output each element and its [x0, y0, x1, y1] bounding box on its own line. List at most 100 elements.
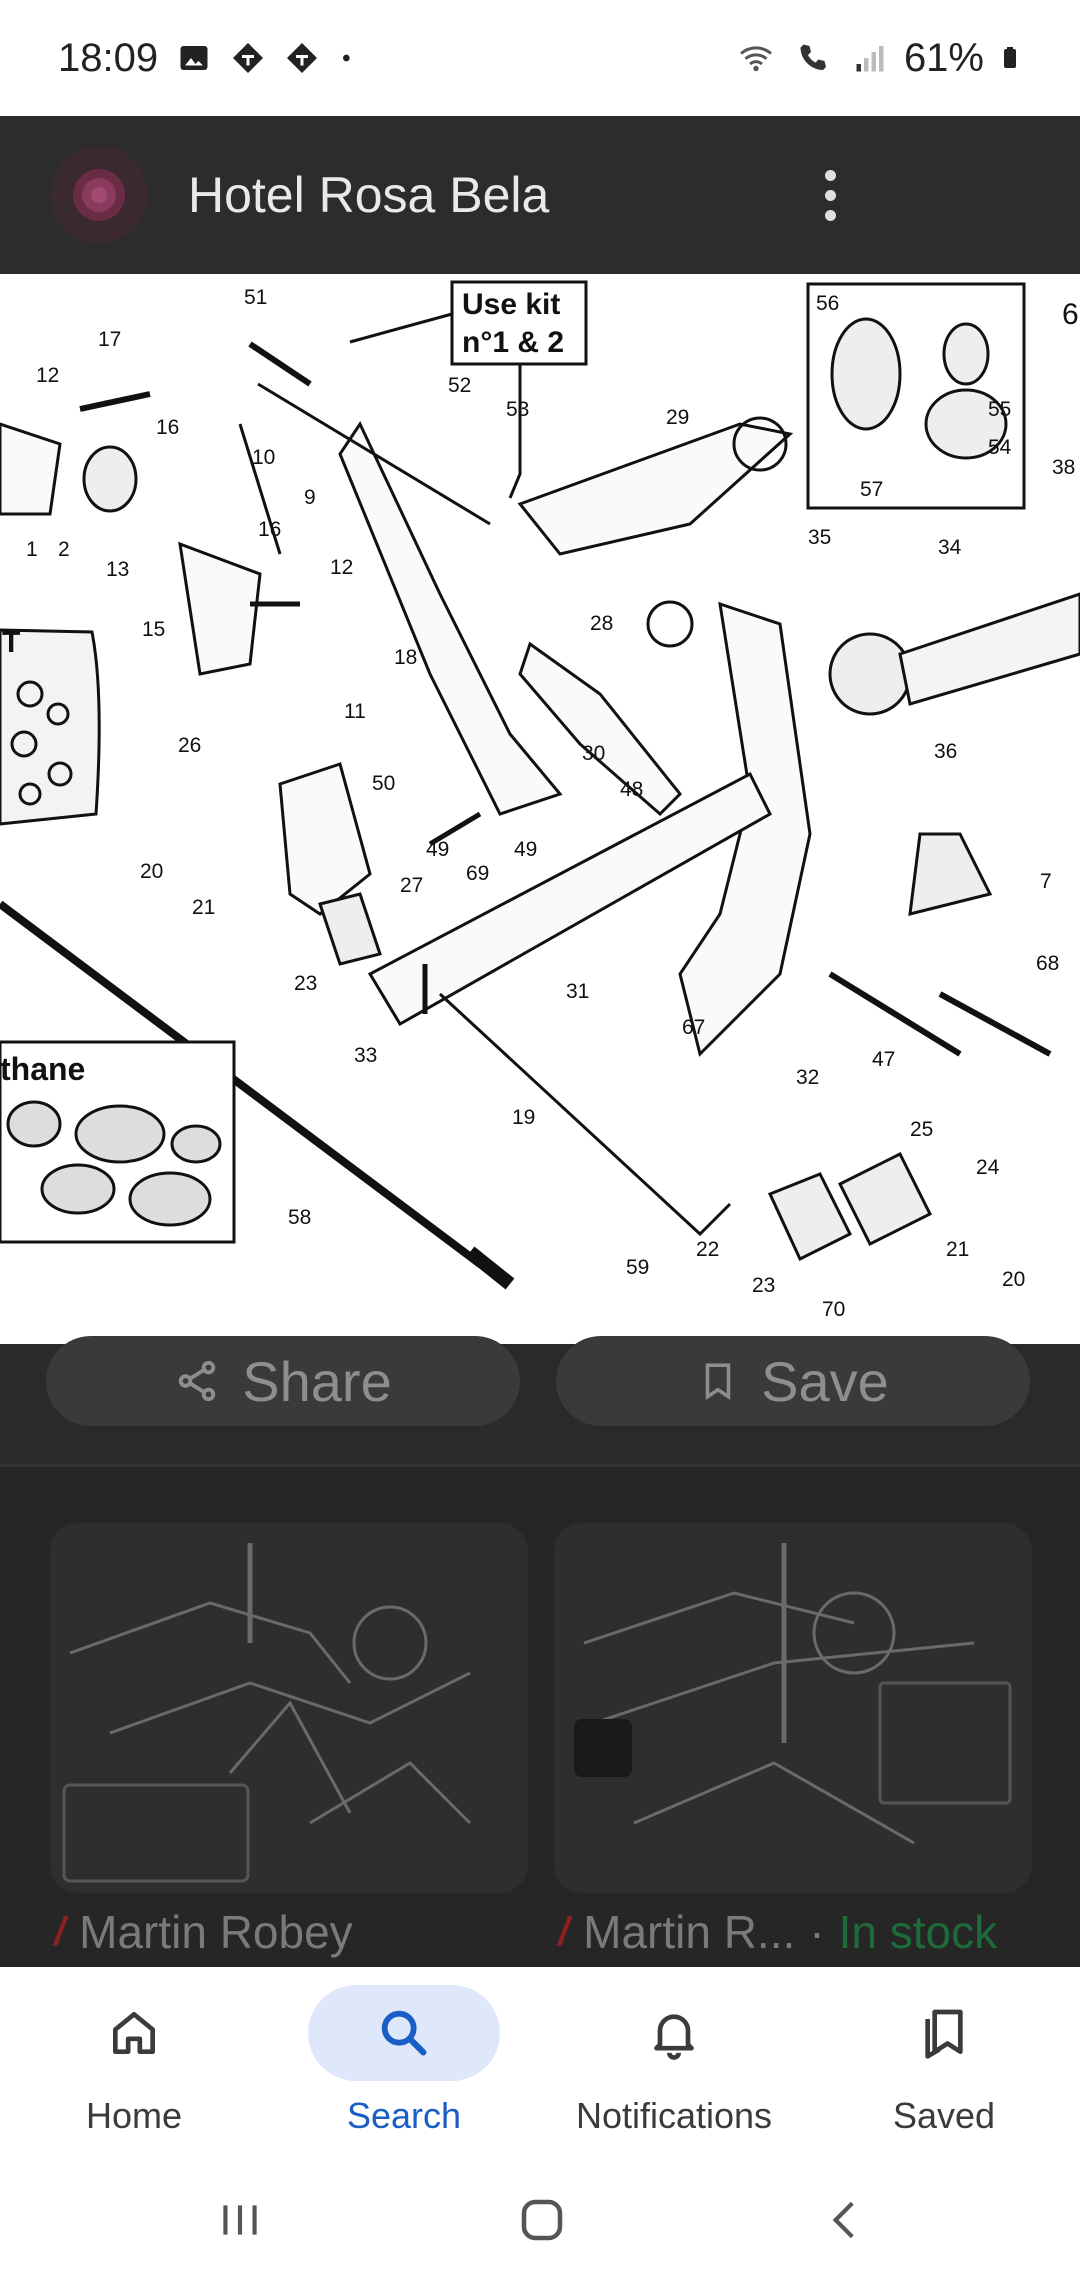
home-square-icon	[521, 2199, 563, 2241]
nav-search-label: Search	[346, 2095, 462, 2136]
part-label: 48	[620, 778, 643, 801]
part-label: 23	[294, 972, 317, 995]
callout-line-1: Use kit	[462, 288, 560, 321]
app-notification-icon	[233, 43, 264, 73]
part-label: 7	[1040, 870, 1052, 893]
result-card[interactable]	[554, 1523, 1032, 1893]
part-label: 38	[1052, 456, 1075, 479]
bookmark-icon	[705, 1363, 731, 1401]
separator-dot: ·	[809, 1906, 825, 1958]
battery-percentage: 61%	[903, 35, 984, 80]
status-time: 18:09	[58, 35, 159, 80]
part-label: 26	[178, 734, 201, 757]
recent-apps-button[interactable]	[200, 2185, 280, 2255]
home-system-button[interactable]	[502, 2185, 582, 2255]
part-label: 53	[506, 398, 529, 421]
part-label: 29	[666, 406, 689, 429]
part-label: 24	[976, 1156, 1000, 1179]
part-label: 18	[394, 646, 417, 669]
back-button[interactable]	[806, 2185, 886, 2255]
part-label: 56	[816, 292, 839, 315]
part-label: 36	[934, 740, 957, 763]
nav-home-label: Home	[85, 2095, 183, 2136]
part-label: 68	[1036, 952, 1059, 975]
home-icon	[113, 2012, 156, 2054]
part-label: 31	[566, 980, 589, 1003]
more-options-icon[interactable]	[800, 155, 860, 235]
app-header: Hotel Rosa Bela	[0, 116, 1080, 274]
signal-icon	[856, 46, 884, 72]
part-label: 47	[872, 1048, 895, 1071]
part-label: 16	[258, 518, 281, 541]
header-title: Hotel Rosa Bela	[188, 167, 550, 223]
actions-row: Share Save	[0, 1336, 1080, 1464]
nav-notifications-pill	[578, 1985, 770, 2081]
rose-logo-icon	[73, 169, 125, 221]
related-results: / Martin Robey / Martin R... · In stock	[0, 1467, 1080, 1967]
nav-saved-label: Saved	[892, 2095, 996, 2136]
part-label: 50	[372, 772, 395, 795]
nav-saved[interactable]: Saved	[824, 1985, 1064, 2145]
result-card[interactable]	[50, 1523, 528, 1893]
part-label: 54	[988, 436, 1012, 459]
result-source-2[interactable]: / Martin R... · In stock	[558, 1905, 997, 1959]
bell-icon	[654, 2014, 694, 2060]
part-label: 58	[288, 1206, 311, 1229]
divider	[0, 1464, 1080, 1467]
part-label: 9	[304, 486, 316, 509]
part-label: 19	[512, 1106, 535, 1129]
part-label: 20	[140, 860, 163, 883]
part-label: 32	[796, 1066, 819, 1089]
part-label: 30	[582, 742, 605, 765]
part-label: 21	[946, 1238, 969, 1261]
result-source-1[interactable]: / Martin Robey	[54, 1905, 353, 1959]
nav-saved-pill	[848, 1985, 1040, 2081]
nav-notifications-label: Notifications	[575, 2095, 773, 2136]
image-preview[interactable]: T thane Use kit n°1 & 2 6	[0, 274, 1080, 1344]
inset-ref-number: 6	[1062, 298, 1079, 331]
result-thumbnail	[574, 1543, 1012, 1845]
recent-apps-icon	[223, 2205, 257, 2235]
part-label: 13	[106, 558, 129, 581]
part-label: 49	[426, 838, 449, 861]
part-label: 15	[142, 618, 165, 641]
nav-search[interactable]: Search	[284, 1985, 524, 2145]
part-label: 67	[682, 1016, 705, 1039]
app-notification-icon-2	[287, 43, 318, 73]
share-icon	[179, 1360, 216, 1402]
share-button[interactable]: Share	[46, 1336, 520, 1426]
part-label: 27	[400, 874, 423, 897]
part-label: 20	[1002, 1268, 1025, 1291]
source-logo-icon: /	[54, 1909, 66, 1954]
part-label: 11	[344, 700, 366, 723]
bookmarks-icon	[925, 2009, 963, 2059]
nav-home-pill	[38, 1985, 230, 2081]
part-label: 1	[26, 538, 38, 561]
part-label: 70	[822, 1298, 845, 1321]
part-label: 10	[252, 446, 275, 469]
more-notifications-dot-icon	[343, 54, 350, 62]
part-label: 57	[860, 478, 883, 501]
result-source-name: Martin R...	[583, 1906, 796, 1958]
part-label: 2	[58, 538, 70, 561]
callout-line-2: n°1 & 2	[462, 326, 564, 359]
part-label: 23	[752, 1274, 775, 1297]
part-label: 12	[36, 364, 59, 387]
part-label: 49	[514, 838, 537, 861]
hotel-logo-avatar[interactable]	[50, 146, 148, 244]
part-label: 59	[626, 1256, 649, 1279]
wifi-icon	[739, 46, 772, 72]
system-navigation-bar	[0, 2157, 1080, 2280]
part-label: 28	[590, 612, 613, 635]
save-button[interactable]: Save	[556, 1336, 1030, 1426]
nav-notifications[interactable]: Notifications	[554, 1985, 794, 2145]
inset-title: thane	[0, 1051, 85, 1087]
part-label: 69	[466, 862, 489, 885]
source-logo-icon: /	[558, 1909, 570, 1954]
part-label: 33	[354, 1044, 377, 1067]
part-label: 25	[910, 1118, 933, 1141]
part-label: 55	[988, 398, 1011, 421]
back-chevron-icon	[832, 2201, 854, 2239]
part-label: 34	[938, 536, 962, 559]
nav-home[interactable]: Home	[14, 1985, 254, 2145]
